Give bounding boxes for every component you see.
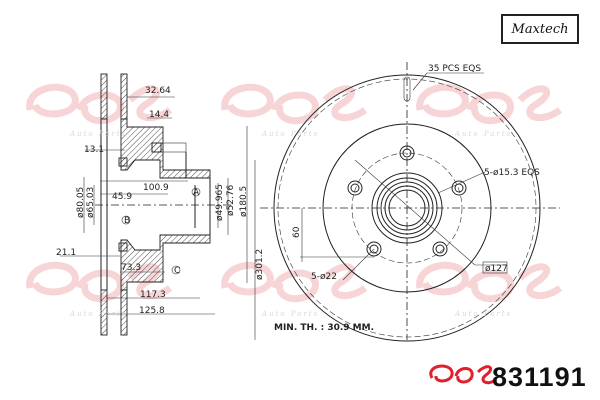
svg-text:Auto Parts: Auto Parts	[69, 310, 127, 318]
svg-text:ø127: ø127	[485, 264, 508, 274]
svg-text:ø49.965: ø49.965	[215, 184, 225, 221]
svg-text:100.9: 100.9	[143, 183, 169, 193]
svg-text:A: A	[193, 188, 200, 198]
front-view-dimensions: 35 PCS EQS 5-ø15.3 EQS 5-ø22 60 ø127 MIN…	[274, 64, 540, 333]
svg-text:ø80.05: ø80.05	[76, 187, 86, 218]
svg-text:125.8: 125.8	[139, 306, 165, 316]
front-view	[260, 62, 560, 342]
svg-text:14.4: 14.4	[149, 110, 169, 120]
svg-text:73.3: 73.3	[121, 263, 141, 273]
svg-text:5-ø15.3 EQS: 5-ø15.3 EQS	[484, 168, 540, 178]
svg-text:Auto Parts: Auto Parts	[261, 130, 319, 138]
part-number: 831191	[492, 362, 587, 392]
svg-text:Auto Parts: Auto Parts	[69, 130, 127, 138]
svg-text:Auto Parts: Auto Parts	[454, 310, 512, 318]
side-section-view	[60, 73, 256, 340]
svg-text:Auto Parts: Auto Parts	[261, 310, 319, 318]
svg-text:ø52.76: ø52.76	[226, 184, 236, 216]
watermark-text: Auto Parts Auto Parts Auto Parts Auto Pa…	[69, 130, 512, 318]
maxtech-logo: Maxtech	[501, 14, 579, 44]
watermark-logos	[30, 87, 560, 298]
svg-text:13.1: 13.1	[84, 145, 104, 155]
svg-text:MIN. TH. : 30.9 MM.: MIN. TH. : 30.9 MM.	[274, 323, 374, 333]
gps-logo	[429, 364, 496, 385]
svg-text:B: B	[124, 216, 130, 226]
side-view-dimensions: 32.64 14.4 13.1 ø80.05 ø65.03 45.9 100.9…	[56, 86, 265, 316]
svg-text:5-ø22: 5-ø22	[311, 272, 337, 282]
svg-text:32.64: 32.64	[145, 86, 171, 96]
svg-text:21.1: 21.1	[56, 248, 76, 258]
svg-text:35 PCS EQS: 35 PCS EQS	[428, 64, 481, 74]
svg-text:ø301.2: ø301.2	[255, 249, 265, 280]
svg-text:45.9: 45.9	[112, 192, 132, 202]
svg-text:ø180.5: ø180.5	[239, 186, 249, 217]
svg-text:ø65.03: ø65.03	[86, 187, 96, 218]
brand-name: Maxtech	[511, 21, 569, 37]
svg-text:Auto Parts: Auto Parts	[454, 130, 512, 138]
svg-text:117.3: 117.3	[140, 290, 166, 300]
svg-text:C: C	[174, 266, 180, 276]
svg-text:60: 60	[292, 226, 302, 238]
